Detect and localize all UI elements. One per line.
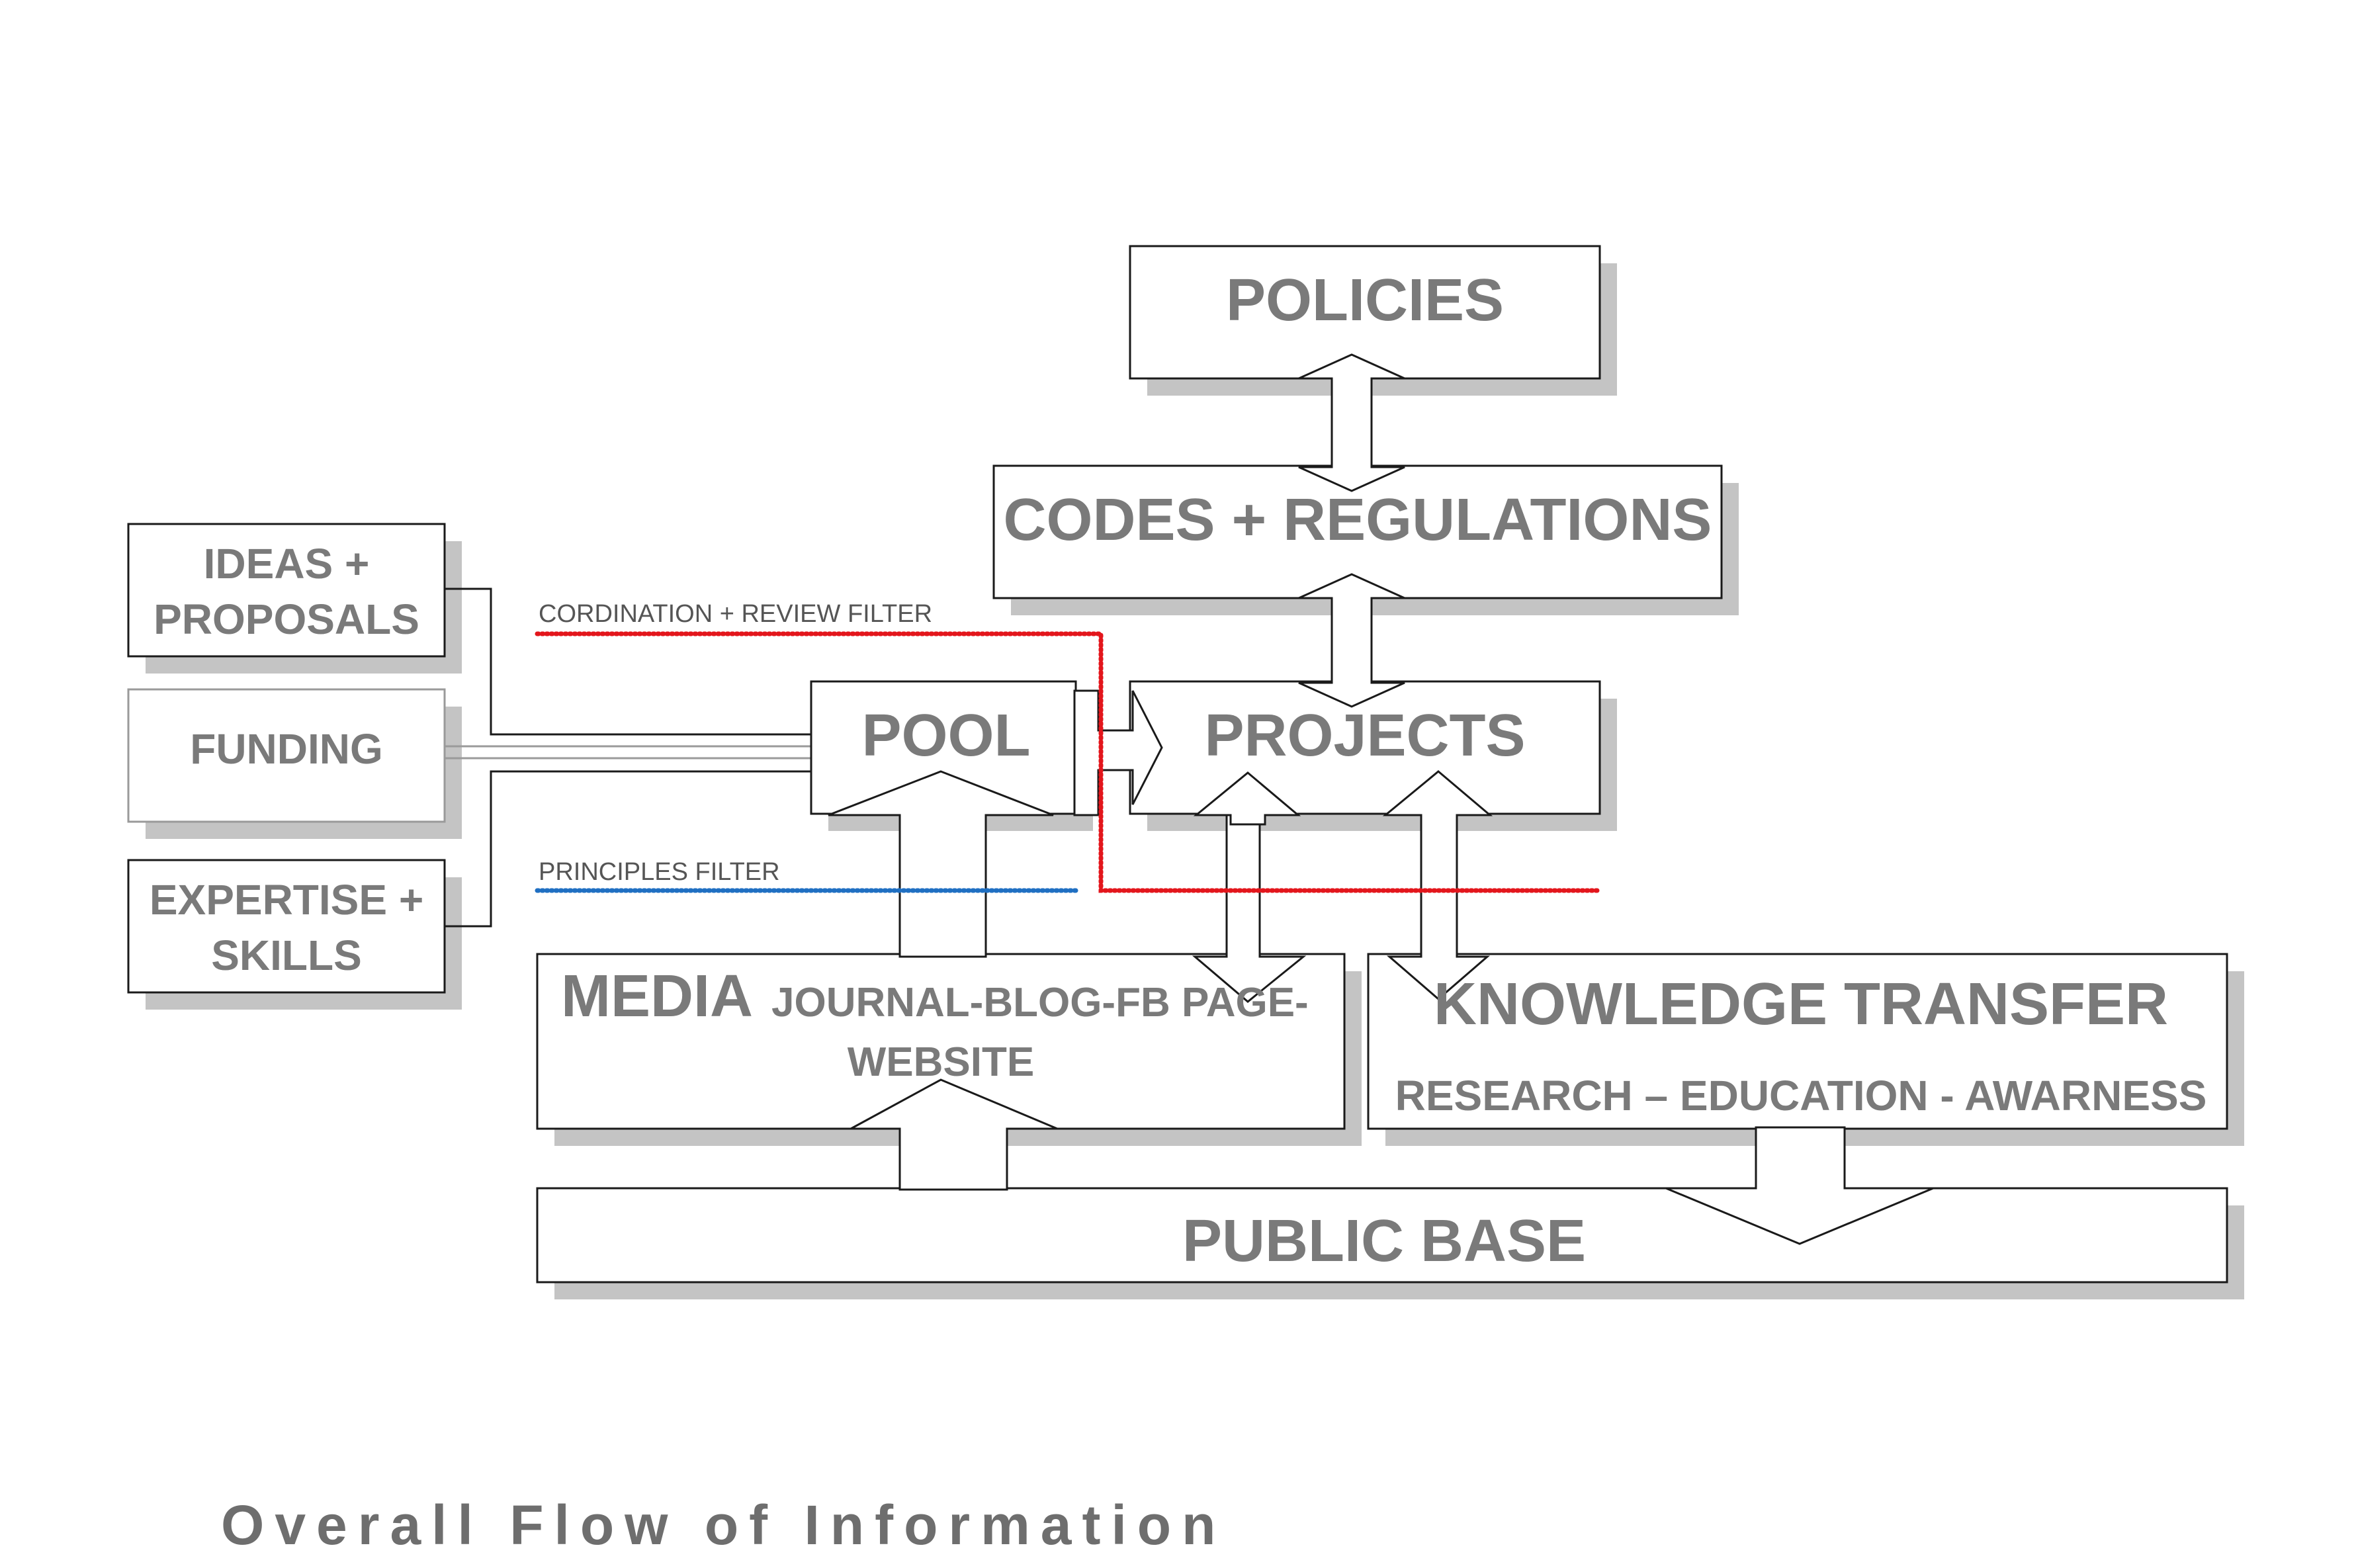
media-to-pool-arrow [828,770,1054,958]
expertise-label-line1: EXPERTISE + [150,876,423,924]
knowledge-transfer-label: KNOWLEDGE TRANSFER [1434,971,2168,1037]
principles-filter-label: PRINCIPLES FILTER [539,858,780,886]
public-to-media-arrow [850,1078,1058,1191]
pool-to-projects-arrow [1073,689,1163,816]
public-base-box [536,1187,2228,1284]
input-connectors [445,588,812,928]
projects-label: PROJECTS [1204,703,1525,769]
review-filter-line [535,631,1602,893]
review-filter-label: CORDINATION + REVIEW FILTER [539,600,932,628]
pool-label: POOL [861,703,1030,769]
funding-label: FUNDING [190,725,383,773]
knowledge-to-projects-up-arrow [1193,771,1301,826]
knowledge-to-public-arrow [1665,1126,1934,1245]
projects-knowledge-double-arrow [1382,770,1493,1000]
policies-label: POLICIES [1226,267,1504,333]
public-base-label: PUBLIC BASE [1182,1208,1586,1274]
projects-box [1129,680,1601,815]
ideas-proposals-box [127,523,446,658]
expertise-label-line2: SKILLS [211,932,362,979]
media-label-sub-line2: WEBSITE [848,1039,1034,1085]
policies-box [1129,245,1601,380]
ideas-label-line2: PROPOSALS [153,595,419,643]
policies-codes-double-arrow [1298,353,1405,492]
media-label-sub-line1: JOURNAL-BLOG-FB PAGE- [771,980,1309,1025]
ideas-label-line1: IDEAS + [204,540,370,588]
expertise-skills-box [127,859,446,994]
media-label-main: MEDIA [561,963,753,1029]
diagram-caption: Overall Flow of Information [221,1494,1226,1556]
funding-box [127,688,446,823]
codes-projects-double-arrow [1298,573,1405,708]
knowledge-transfer-sublabel: RESEARCH – EDUCATION - AWARNESS [1395,1072,2207,1119]
projects-to-knowledge-down-arrow [1192,814,1307,1003]
knowledge-transfer-box [1367,953,2228,1130]
codes-regulations-label: CODES + REGULATIONS [1004,487,1712,553]
